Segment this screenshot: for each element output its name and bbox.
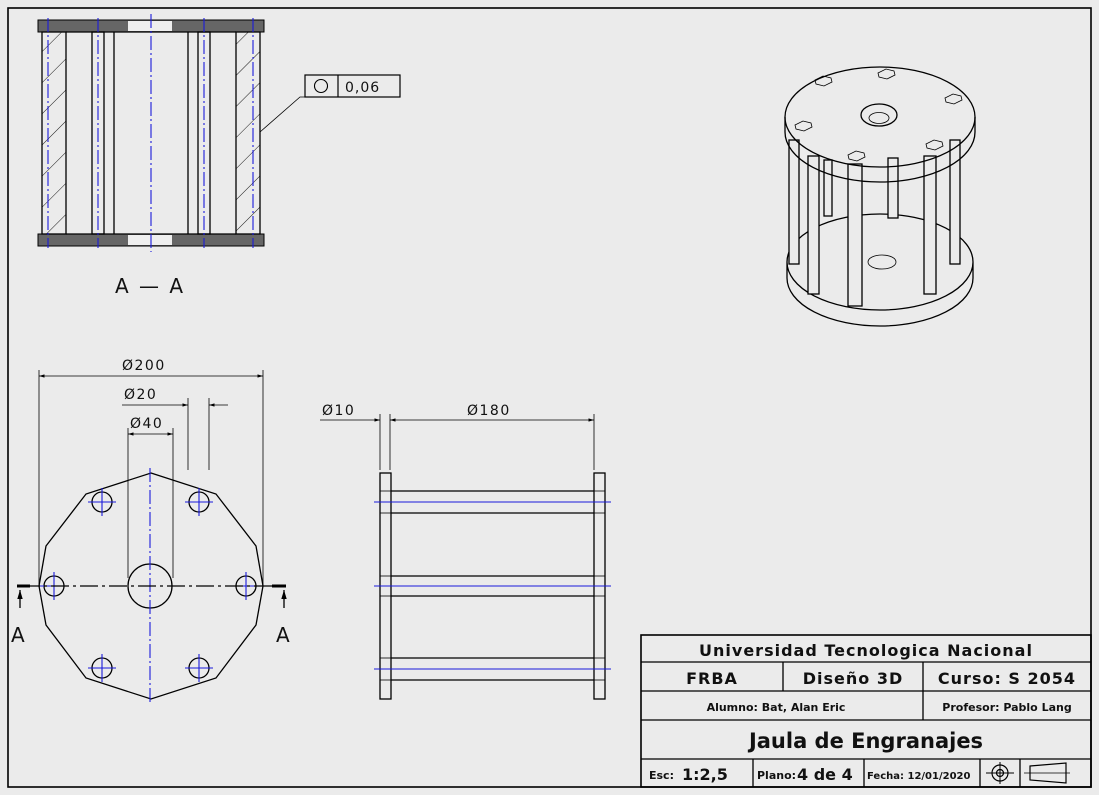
tb-title: Jaula de Engranajes — [747, 729, 983, 753]
dim-d20: Ø20 — [124, 387, 157, 403]
dim-d180: Ø180 — [467, 403, 511, 419]
tb-course: Curso: S 2054 — [938, 669, 1076, 688]
tb-faculty: FRBA — [686, 669, 738, 688]
tb-professor: Profesor: Pablo Lang — [942, 701, 1071, 714]
tb-scale-label: Esc: — [649, 769, 674, 782]
tb-date: Fecha: 12/01/2020 — [867, 771, 970, 782]
tb-subject: Diseño 3D — [803, 669, 904, 688]
cut-label-left: A — [11, 623, 25, 647]
tb-student: Alumno: Bat, Alan Eric — [707, 701, 846, 714]
front-view: Ø200 Ø20 Ø40 — [11, 358, 290, 703]
projection-symbol-icon — [986, 762, 1070, 784]
tb-sheet-value: 4 de 4 — [797, 765, 853, 784]
tolerance-frame: 0,06 — [259, 74, 401, 133]
cut-label-right: A — [276, 623, 290, 647]
side-view: Ø10 Ø180 — [320, 403, 611, 700]
sheet-border — [7, 7, 1092, 788]
dim-d200: Ø200 — [122, 358, 166, 374]
section-label: A — A — [115, 274, 185, 298]
circularity-icon — [313, 78, 329, 94]
tb-scale-value: 1:2,5 — [682, 765, 728, 784]
tb-university: Universidad Tecnologica Nacional — [699, 641, 1033, 660]
section-view-a-a: 0,06 A — A — [37, 14, 401, 298]
isometric-view — [784, 66, 976, 327]
tolerance-value: 0,06 — [345, 80, 380, 96]
dim-d10: Ø10 — [322, 403, 355, 419]
dim-d40: Ø40 — [130, 416, 163, 432]
tb-sheet-label: Plano: — [757, 769, 796, 782]
title-block: Universidad Tecnologica Nacional FRBA Di… — [640, 634, 1092, 788]
